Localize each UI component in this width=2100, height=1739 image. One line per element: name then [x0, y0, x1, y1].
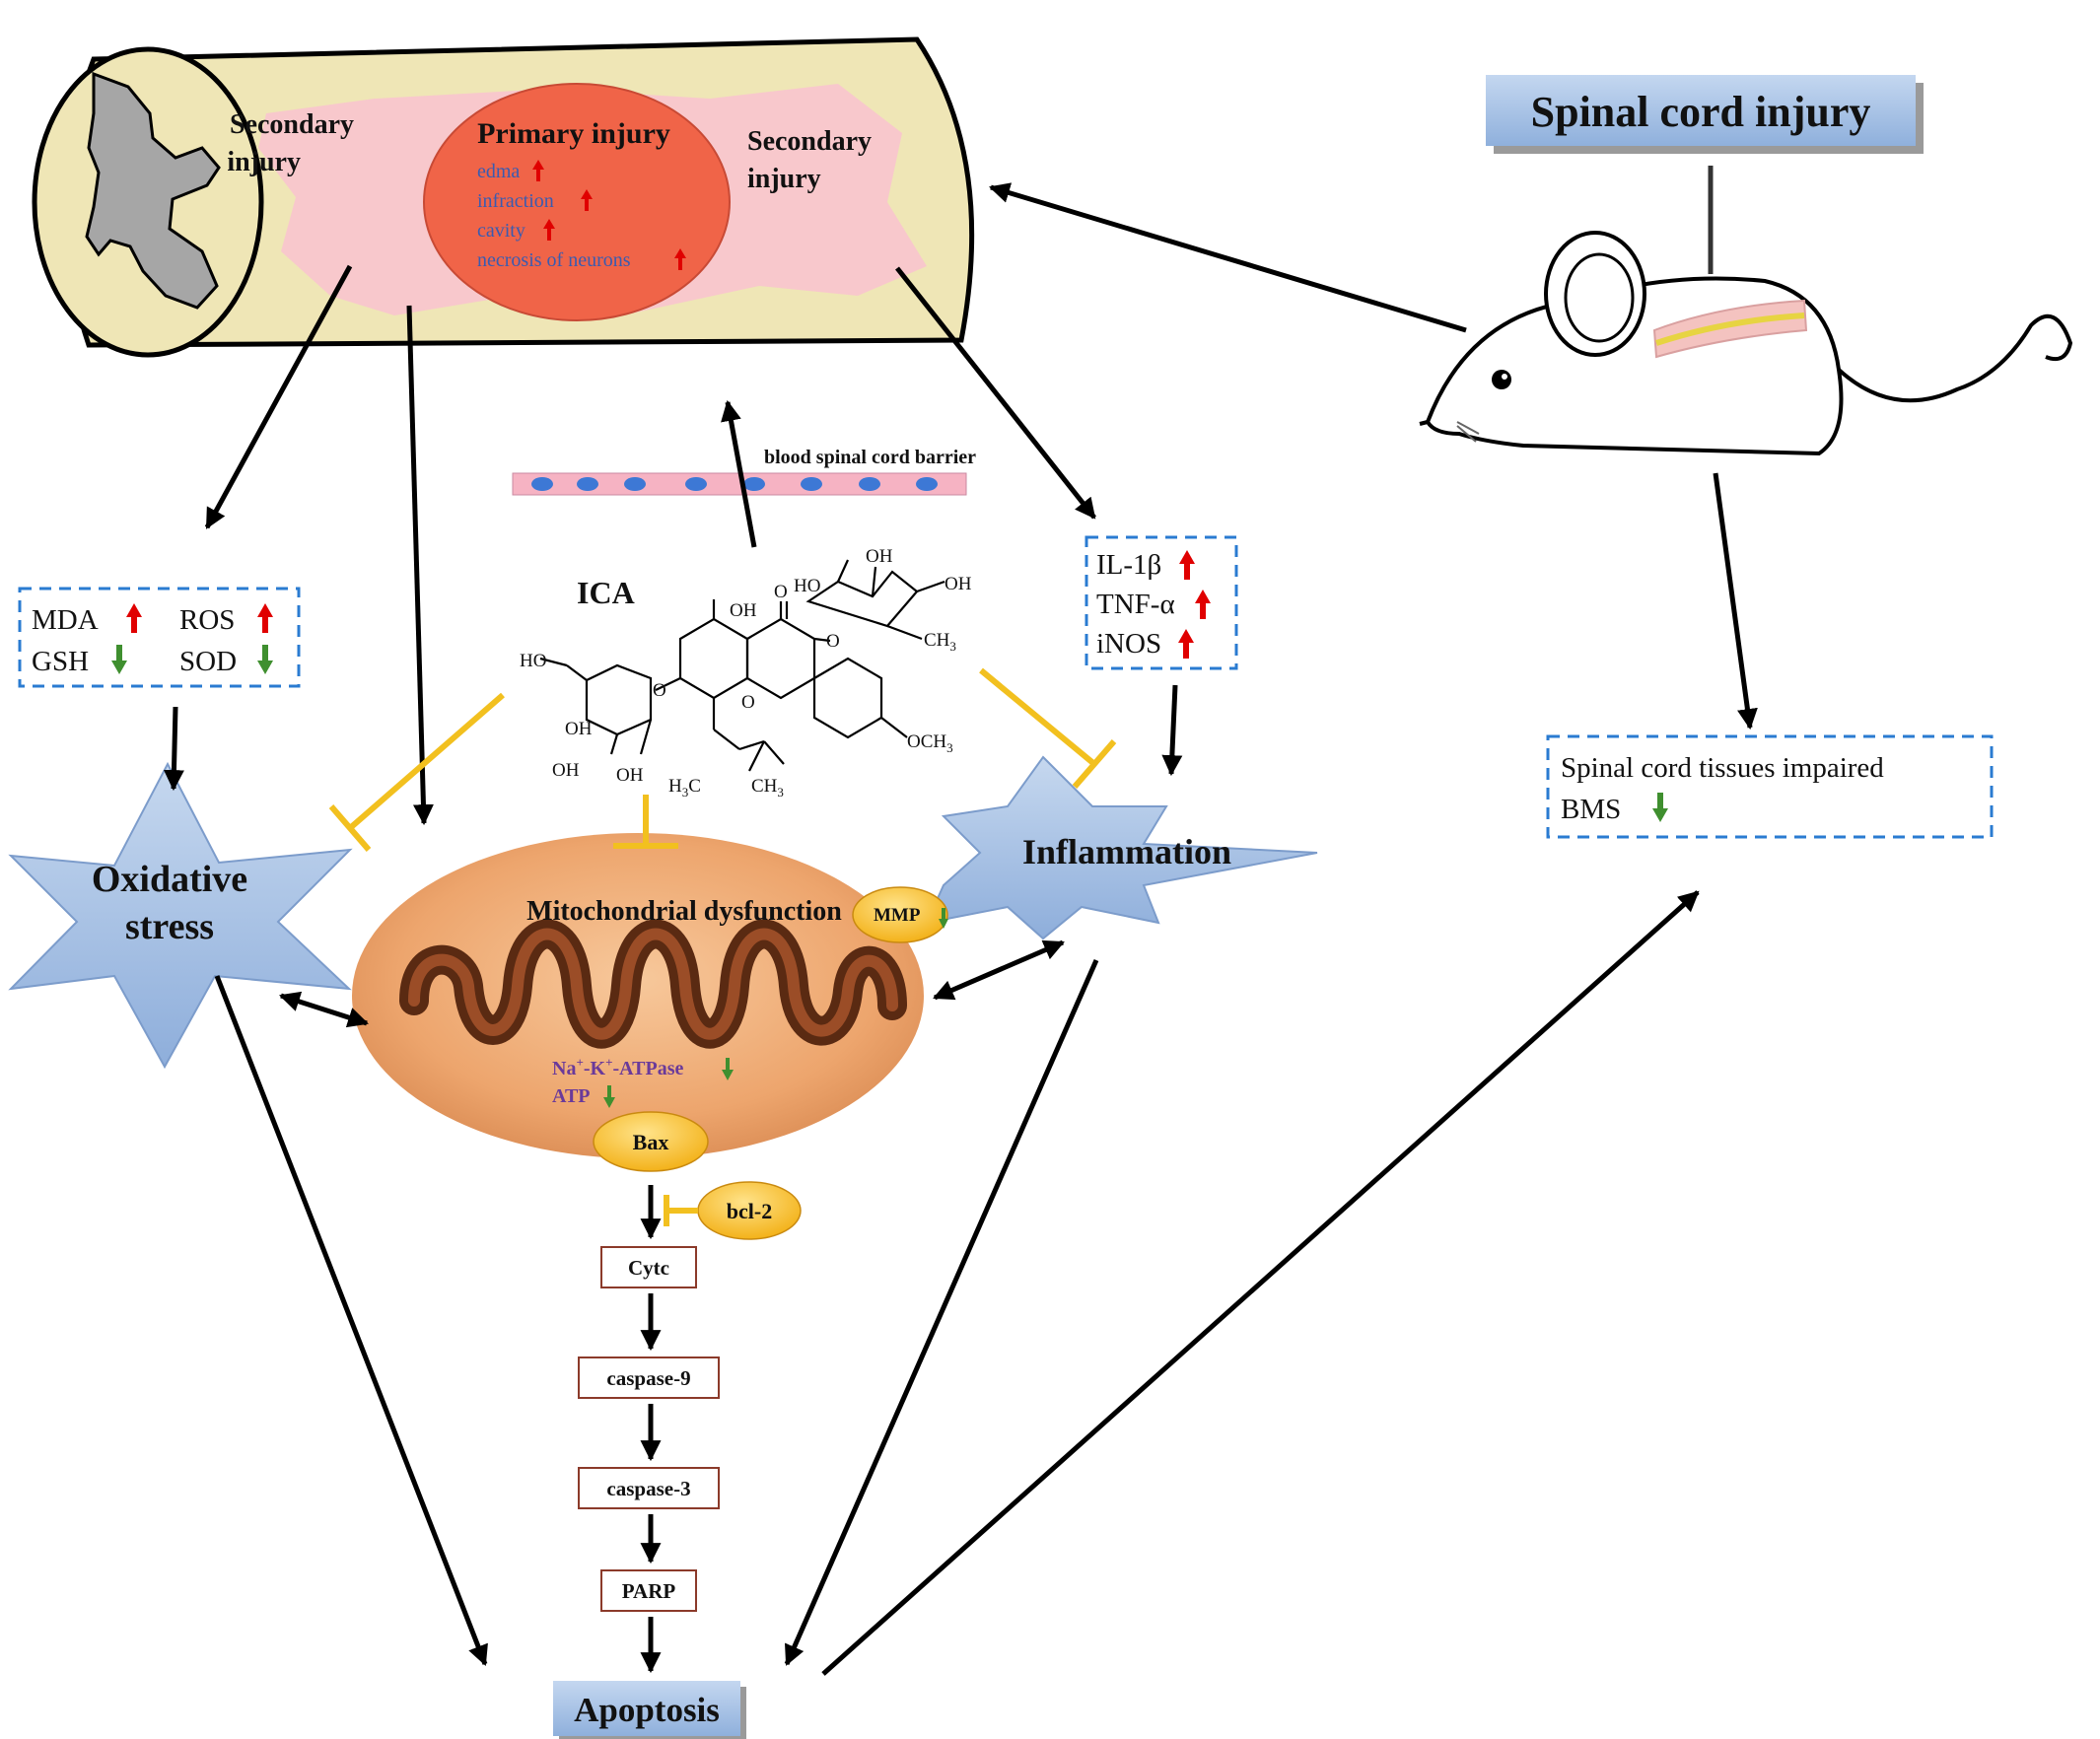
ica-chemical-structure	[539, 559, 945, 772]
inflammation-label: Inflammation	[1022, 832, 1231, 871]
arrow-oxstress-mito	[279, 991, 369, 1028]
cytc-box	[600, 1246, 697, 1288]
spinal-cord-injury-box	[1486, 75, 1916, 146]
inflammatory-markers: IL-1β TNF-α iNOS	[1096, 549, 1175, 660]
inhibit-ica-oxstress	[348, 692, 505, 831]
primary-item-cavity: cavity	[477, 220, 525, 242]
oxidative-markers-box	[18, 587, 301, 688]
svg-text:OH: OH	[565, 719, 593, 739]
bscb-label: blood spinal cord barrier	[764, 447, 976, 468]
primary-item-infraction: infraction	[477, 190, 554, 212]
apoptosis-cascade: Cytc caspase-9 caspase-3 PARP	[578, 1246, 720, 1612]
svg-text:iNOS: iNOS	[1096, 628, 1161, 660]
caspase3-box	[578, 1467, 720, 1509]
atp-label: ATP	[552, 1085, 591, 1107]
bcl2-label: bcl-2	[727, 1199, 772, 1223]
arrow-cord-to-oxmarkers	[204, 264, 353, 529]
svg-text:Cytc: Cytc	[628, 1256, 669, 1280]
svg-text:H3C: H3C	[668, 776, 701, 800]
arrow-cord-to-inflammarkers	[895, 266, 1096, 520]
outcome-box	[1546, 734, 1994, 839]
caspase9-box	[578, 1356, 720, 1399]
arrow-mouse-to-outcome	[1713, 472, 1758, 730]
arrow-inflammation-mito	[933, 939, 1065, 1001]
primary-injury-core	[423, 83, 731, 321]
arrow-oxmarkers-to-oxstress	[163, 706, 184, 792]
pathway-arrows	[163, 182, 1758, 1676]
inflammatory-markers-box	[1085, 535, 1238, 670]
arrow-mouse-to-cord	[988, 182, 1467, 333]
svg-text:O: O	[653, 680, 666, 701]
red-up-arrow-icon	[126, 603, 273, 633]
svg-text:MDA: MDA	[32, 604, 99, 636]
green-down-arrow-icon	[603, 1058, 734, 1108]
primary-injury-title: Primary injury	[477, 117, 670, 150]
svg-text:OH: OH	[616, 765, 644, 786]
arrow-ica-to-bscb	[721, 399, 757, 548]
svg-text:HO: HO	[794, 576, 820, 596]
ica-label: ICA	[577, 575, 635, 610]
ica-atom-labels: OH HO OH OH O O CH3 HO O O OCH3 OH OH OH…	[520, 546, 972, 800]
arrow-cord-to-oxstress	[406, 305, 434, 826]
svg-text:CH3: CH3	[924, 630, 956, 654]
outcome-line1: Spinal cord tissues impaired	[1561, 752, 1884, 784]
oxidative-markers: MDA ROS GSH SOD	[32, 604, 237, 677]
primary-item-edma: edma	[477, 161, 520, 182]
mmp-pill	[852, 886, 948, 943]
primary-injury-list: edma infraction cavity necrosis of neuro…	[477, 160, 686, 271]
svg-text:OH: OH	[552, 760, 580, 781]
green-down-arrow-icon	[1652, 793, 1668, 822]
svg-text:O: O	[741, 692, 755, 713]
bax-pill	[593, 1111, 709, 1172]
svg-text:TNF-α: TNF-α	[1096, 589, 1175, 620]
svg-text:caspase-9: caspase-9	[606, 1366, 690, 1390]
apoptosis-box	[553, 1681, 740, 1736]
svg-text:OH: OH	[945, 574, 972, 594]
svg-text:OH: OH	[730, 600, 757, 621]
svg-text:PARP: PARP	[622, 1579, 676, 1603]
apoptosis-label: Apoptosis	[574, 1691, 720, 1729]
parp-box	[600, 1569, 697, 1612]
green-down-arrow-icon	[939, 908, 948, 929]
inhibition-lines	[328, 667, 1117, 1226]
bax-label: Bax	[633, 1130, 669, 1154]
arrow-oxstress-apoptosis	[214, 975, 488, 1666]
arrow-inflammation-apoptosis	[784, 958, 1099, 1666]
green-down-arrow-icon	[111, 645, 273, 674]
arrow-apoptosis-outcome	[821, 890, 1700, 1676]
svg-text:O: O	[774, 582, 788, 602]
grey-matter-icon	[85, 71, 221, 310]
mmp-label: MMP	[874, 905, 921, 926]
svg-text:CH3: CH3	[751, 776, 784, 800]
svg-text:IL-1β: IL-1β	[1096, 549, 1161, 581]
outcome-line2: BMS	[1561, 794, 1621, 825]
svg-text:O: O	[826, 631, 840, 652]
mitochondrion-illustration	[352, 833, 924, 1158]
svg-text:OH: OH	[866, 546, 893, 567]
atpase-label: Na+-K+-ATPase	[552, 1055, 683, 1079]
mito-title: Mitochondrial dysfunction	[526, 896, 842, 927]
spinal-cord-segment	[32, 36, 975, 358]
spinal-cord-injury-title: Spinal cord injury	[1531, 88, 1871, 136]
svg-text:caspase-3: caspase-3	[606, 1477, 690, 1500]
svg-text:SOD: SOD	[179, 646, 237, 677]
primary-item-necrosis: necrosis of neurons	[477, 249, 631, 271]
arrow-inflammarkers-to-inflammation	[1161, 684, 1183, 777]
svg-text:GSH: GSH	[32, 646, 89, 677]
mouse-illustration	[1419, 231, 2073, 456]
red-up-arrow-icon	[532, 160, 686, 270]
svg-text:OCH3: OCH3	[907, 731, 953, 755]
svg-text:HO: HO	[520, 651, 546, 671]
oxidative-stress-star	[8, 761, 353, 1070]
inflammation-star	[925, 755, 1318, 940]
red-up-arrow-icon	[1178, 550, 1211, 659]
svg-text:ROS: ROS	[179, 604, 235, 636]
mouse-spine	[1652, 299, 1808, 359]
inhibit-ica-inflammation	[979, 667, 1096, 767]
